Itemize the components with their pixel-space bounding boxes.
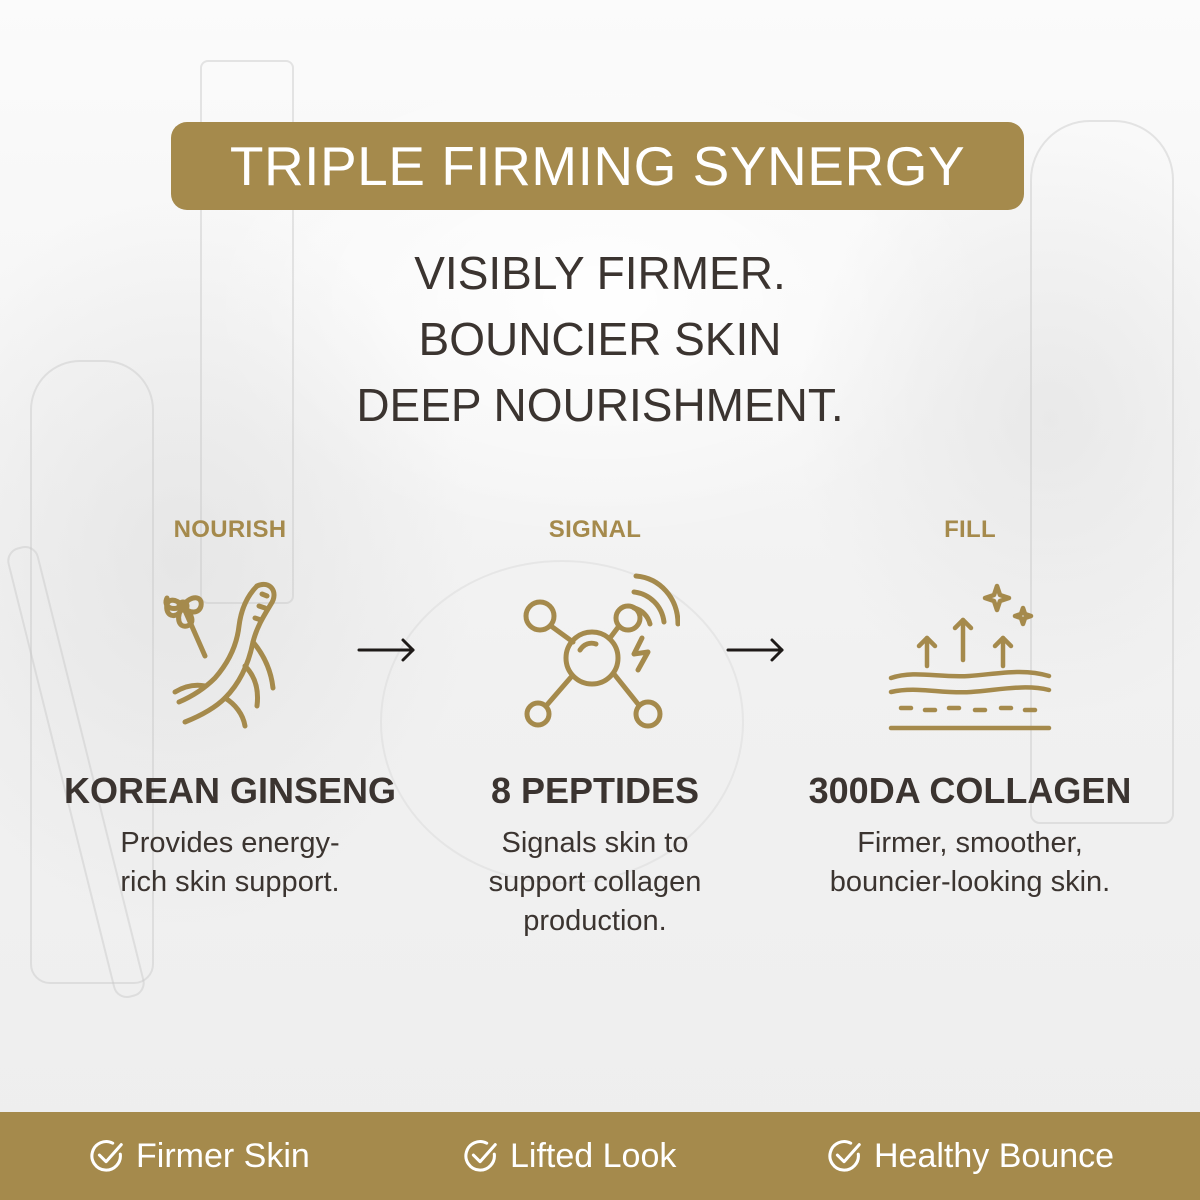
benefits-bar: Firmer Skin Lifted Look Healthy Bounce [0,1112,1200,1200]
benefit-label: Lifted Look [510,1136,677,1175]
benefit-label: Firmer Skin [136,1136,310,1175]
step-nourish: NOURISH KOREAN GINSENG Provides energy-r… [40,512,420,902]
beaker-silhouette [1030,120,1174,824]
check-circle-icon [828,1140,861,1172]
ingredient-description: Provides energy-rich skin support. [120,827,340,898]
benefit-healthy-bounce: Healthy Bounce [826,1112,1114,1200]
step-stage-label: SIGNAL [548,516,642,543]
arrow-right-icon [357,638,415,662]
benefit-firmer-skin: Firmer Skin [88,1112,310,1200]
step-stage-label: NOURISH [173,516,287,543]
ingredient-description: Signals skin to support collagen product… [488,827,702,937]
tagline-line: DEEP NOURISHMENT. [356,379,844,431]
ingredient-name: 8 PEPTIDES [490,770,700,811]
arrow-right-icon [726,638,784,662]
step-fill: FILL 300DA COLLAGEN Firmer, smoother, bo… [780,512,1160,902]
title-banner: TRIPLE FIRMING SYNERGY [171,122,1024,210]
ingredient-description: Firmer, smoother, bouncier-looking skin. [829,827,1111,898]
check-circle-icon [90,1140,123,1172]
flask-silhouette [30,360,154,984]
ginseng-root-icon [163,582,277,729]
tagline-line: VISIBLY FIRMER. [414,247,786,299]
page-title: TRIPLE FIRMING SYNERGY [229,135,966,197]
tagline-line: BOUNCIER SKIN [418,313,782,365]
peptide-molecule-icon [523,573,680,729]
tagline: VISIBLY FIRMER. BOUNCIER SKIN DEEP NOURI… [0,240,1200,438]
step-stage-label: FILL [944,516,996,543]
step-signal: SIGNAL 8 PEPTIDES Signals skin to suppor… [405,512,785,941]
check-circle-icon [464,1140,497,1172]
benefit-lifted-look: Lifted Look [462,1112,676,1200]
ingredient-name: 300DA COLLAGEN [808,770,1132,811]
benefit-label: Healthy Bounce [874,1136,1115,1175]
ingredient-name: KOREAN GINSENG [63,770,397,811]
round-flask-silhouette [380,560,744,884]
skin-layer-lift-icon [888,583,1052,731]
